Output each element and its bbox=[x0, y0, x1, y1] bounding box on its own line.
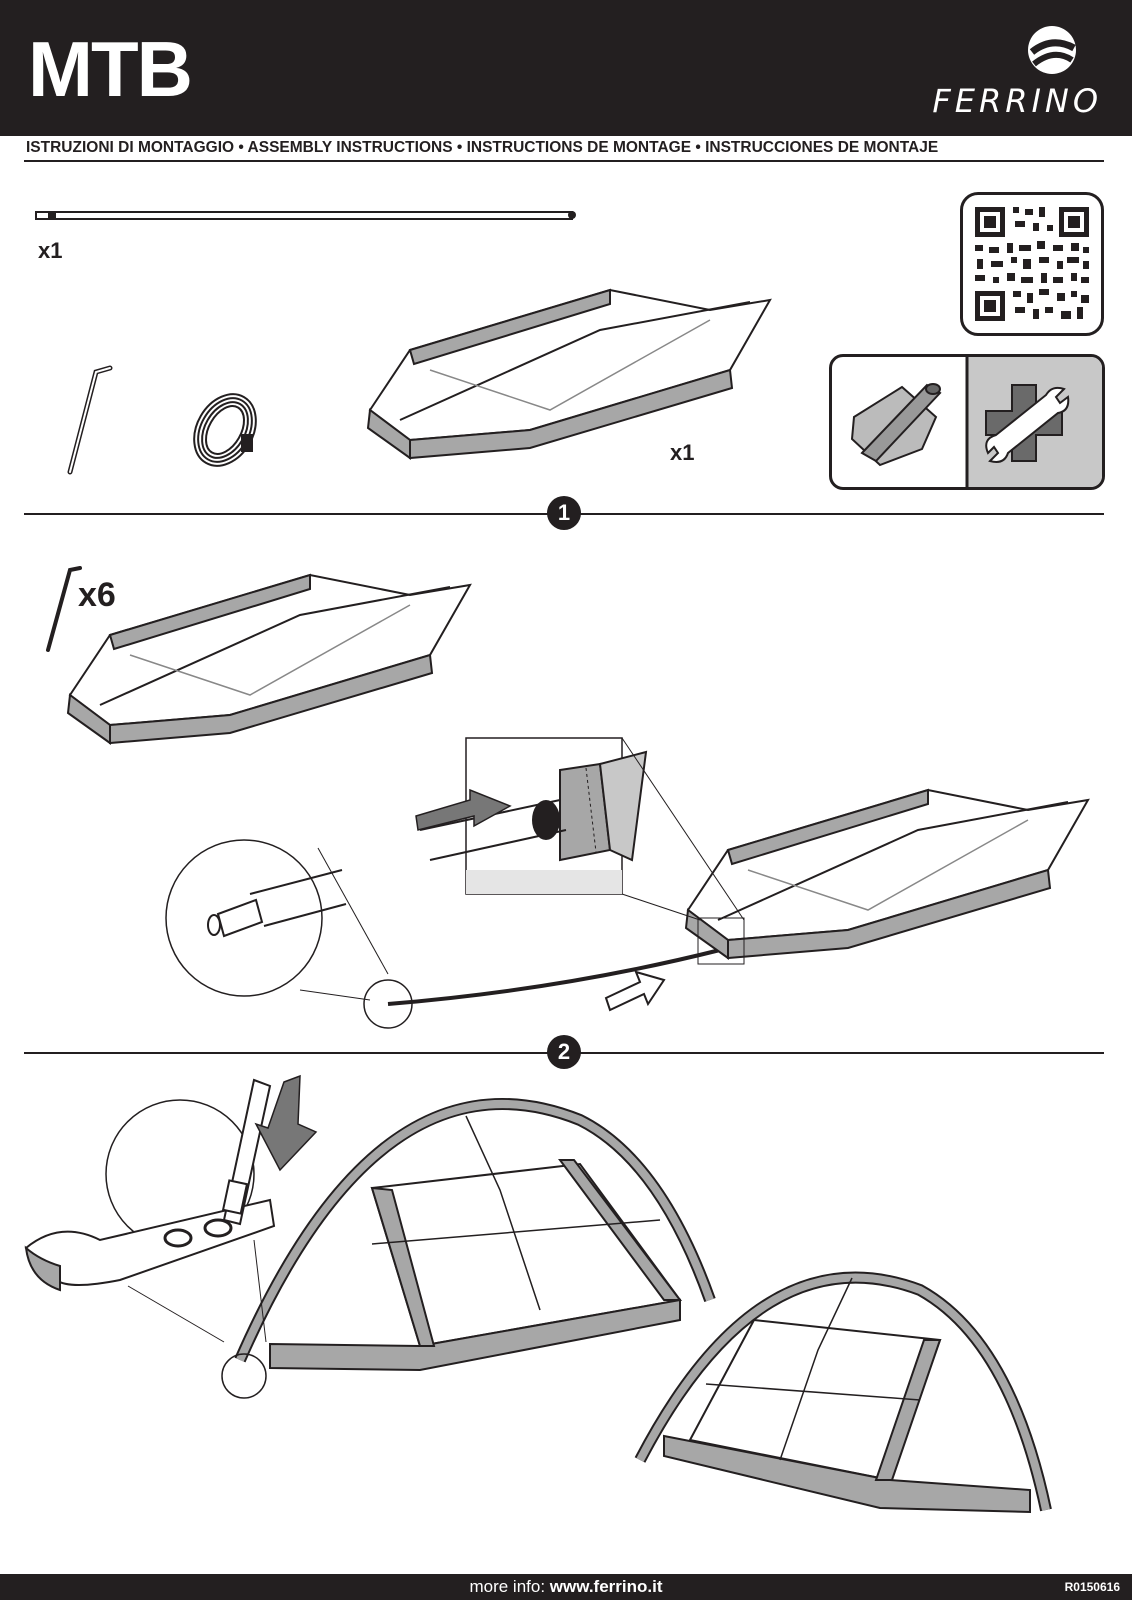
more-info-label: more info: bbox=[469, 1577, 546, 1596]
step2-dome-tent-small bbox=[634, 1271, 1052, 1514]
guy-rope-icon bbox=[193, 393, 257, 467]
repair-tube-icon bbox=[850, 383, 942, 467]
header-bar: MTB FERRINO bbox=[0, 0, 1132, 136]
wrench-plus-icon bbox=[985, 384, 1070, 463]
ferrino-logo-icon bbox=[1028, 26, 1076, 74]
website-link[interactable]: www.ferrino.it bbox=[549, 1577, 663, 1596]
pole-quantity: x1 bbox=[38, 238, 63, 263]
step-2-badge: 2 bbox=[547, 1035, 581, 1069]
pegs-quantity: x6 bbox=[78, 576, 116, 614]
instructions-subtitle: ISTRUZIONI DI MONTAGGIO • ASSEMBLY INSTR… bbox=[26, 139, 939, 156]
step2-dome-tent bbox=[234, 1098, 716, 1372]
footer-bar: more info: www.ferrino.it R0150616 bbox=[0, 1574, 1132, 1600]
sleeve-detail bbox=[415, 737, 648, 895]
peg-icon bbox=[67, 365, 113, 475]
brand-name: FERRINO bbox=[932, 82, 1102, 120]
more-info: more info: www.ferrino.it bbox=[0, 1577, 1132, 1597]
pole-icon bbox=[35, 211, 576, 220]
step-1-badge: 1 bbox=[547, 496, 581, 530]
repair-kit-panel bbox=[829, 354, 1105, 490]
qr-code-icon bbox=[960, 192, 1104, 336]
model-name: MTB bbox=[28, 25, 193, 113]
peg-x6-icon bbox=[46, 566, 82, 652]
grommet-detail bbox=[24, 1074, 318, 1399]
tent-body-icon bbox=[367, 289, 771, 459]
step1-tent bbox=[67, 574, 471, 744]
pole-joint-detail bbox=[165, 839, 721, 1029]
document-code: R0150616 bbox=[1064, 1580, 1120, 1594]
tent-quantity: x1 bbox=[670, 440, 695, 465]
subtitle-rule bbox=[24, 160, 1104, 162]
step1-tent-right bbox=[685, 789, 1089, 959]
